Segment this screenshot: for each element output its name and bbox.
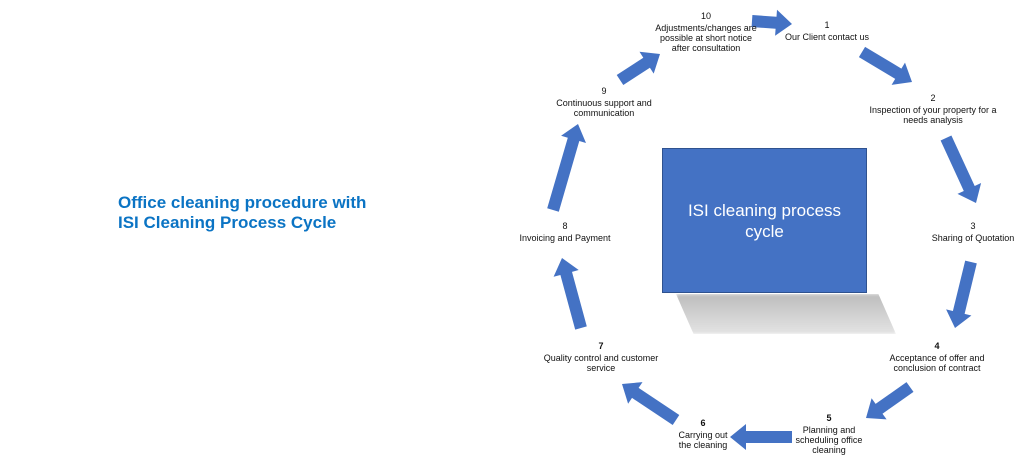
step-text: Acceptance of offer and conclusion of co… [889,353,985,373]
arrow-icon-3 [940,135,982,203]
step-number: 10 [700,11,711,21]
step-number: 7 [598,341,604,351]
center-box: ISI cleaning process cycle [662,148,867,293]
page-title: Office cleaning procedure with ISI Clean… [118,193,366,233]
arrow-icon-10 [616,51,660,85]
arrow-icon-1 [751,9,792,36]
step-number: 9 [601,86,607,96]
step-number: 6 [700,418,706,428]
step-number: 5 [826,413,832,423]
center-text-line-2: cycle [745,221,784,241]
arrow-icon-8 [553,258,587,330]
title-line-1: Office cleaning procedure with [118,193,367,212]
step-text: Carrying out the cleaning [678,430,728,450]
step-number: 8 [562,221,568,231]
step-text: Sharing of Quotation [931,233,1015,243]
step-text: Inspection of your property for a needs … [869,105,997,125]
step-number: 1 [824,20,830,30]
center-text-line-1: ISI cleaning process [687,200,842,220]
arrow-icon-5 [866,382,914,420]
arrow-icon-9 [547,124,586,212]
step-text: Planning and scheduling office cleaning [795,425,863,455]
step-text: Adjustments/changes are possible at shor… [655,23,757,53]
arrow-icon-4 [946,260,977,328]
step-number: 4 [934,341,940,351]
title-line-2: ISI Cleaning Process Cycle [118,213,337,232]
center-box-shadow [676,294,896,334]
step-number: 2 [930,93,936,103]
arrow-icon-2 [858,46,912,85]
arrow-icon-7 [622,382,680,425]
step-text: Quality control and customer service [543,353,659,373]
step-number: 3 [970,221,976,231]
step-text: Our Client contact us [784,32,870,42]
step-text: Continuous support and communication [556,98,652,118]
step-text: Invoicing and Payment [519,233,611,243]
arrow-icon-6 [730,424,792,450]
